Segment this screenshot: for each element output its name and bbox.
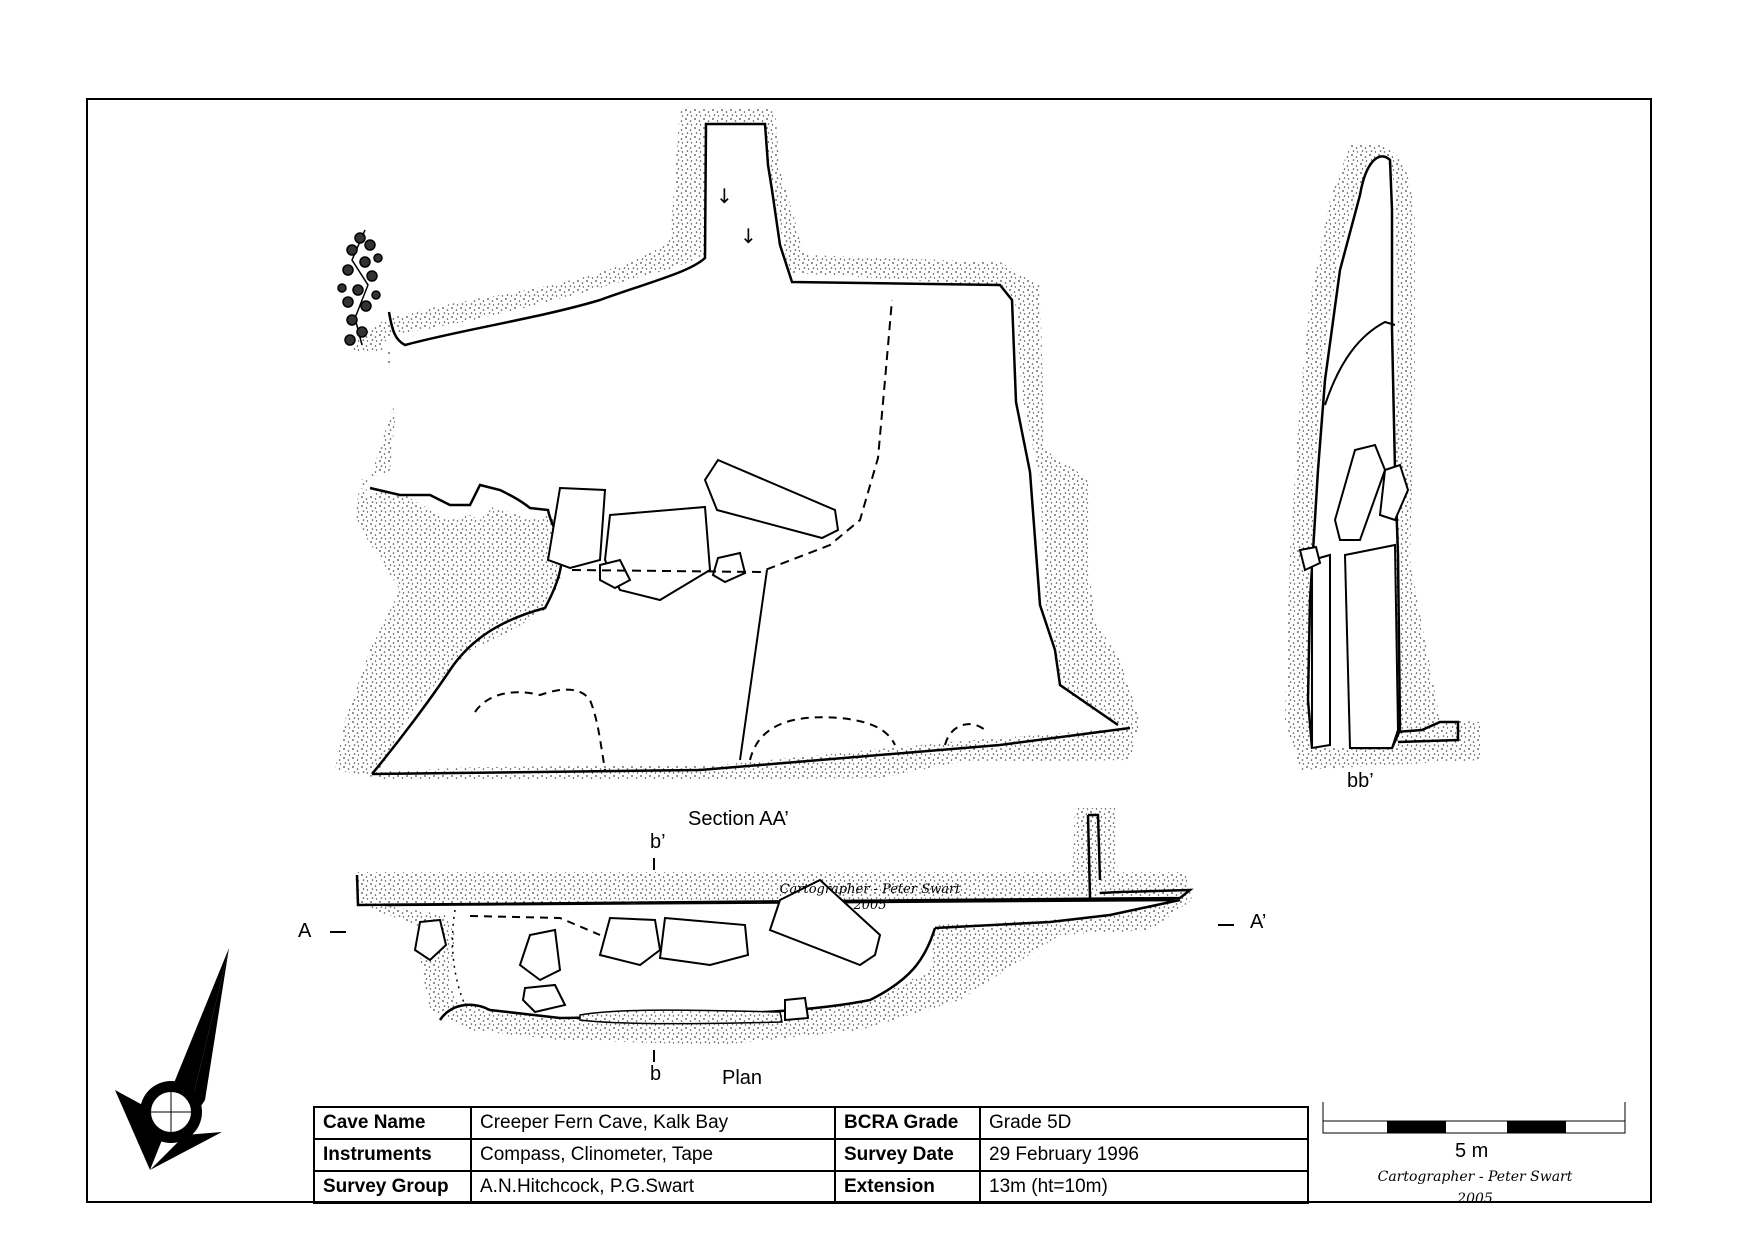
cave-name-label: Cave Name: [313, 1106, 472, 1140]
plan-dashed-line: [469, 915, 601, 936]
extension-label: Extension: [834, 1170, 981, 1204]
plan-rock-surround: [355, 872, 1192, 1045]
section-bb-pillar: [1311, 553, 1331, 750]
survey-date-value: 29 February 1996: [979, 1138, 1309, 1172]
table-row: Cave Name Creeper Fern Cave, Kalk Bay BC…: [313, 1106, 1309, 1140]
scale-label: 5 m: [1455, 1140, 1489, 1162]
survey-point-b: b: [650, 1063, 662, 1085]
section-aa-vertical-line: [739, 569, 768, 761]
north-arrow-compass-icon: [115, 948, 229, 1170]
instruments-label: Instruments: [313, 1138, 472, 1172]
section-bb-boulder: [1333, 443, 1387, 541]
survey-point-b-prime: b’: [650, 831, 666, 853]
plan-boulder: [521, 983, 567, 1014]
section-aa-passage-outline: [387, 122, 1119, 727]
plan-boulder: [658, 916, 750, 967]
section-aa-floor-outline: [371, 726, 1131, 776]
section-bb-inner-arch: [1324, 320, 1396, 406]
bcra-grade-value: Grade 5D: [979, 1106, 1309, 1140]
section-aa-left-wall: [369, 483, 564, 775]
footer-cartographer-year: 2005: [1457, 1191, 1493, 1207]
table-row: Instruments Compass, Clinometer, Tape Su…: [313, 1138, 1309, 1172]
drip-arrow-icon: ↓: [740, 224, 757, 248]
section-aa-boulder: [703, 458, 840, 540]
survey-group-label: Survey Group: [313, 1170, 472, 1204]
fern-plant-icon: [337, 229, 383, 346]
plan-boulder: [518, 928, 562, 982]
section-aa-dashed-line: [944, 723, 986, 746]
section-aa-boulder: [546, 486, 607, 570]
footer-cartographer-name: Cartographer - Peter Swart: [1377, 1169, 1573, 1185]
section-bb-floor-ledge: [1395, 720, 1460, 744]
plan-boulder: [598, 916, 662, 967]
drip-arrow-icon: ↓: [716, 184, 733, 208]
survey-point-a-prime: A’: [1250, 911, 1267, 933]
section-aa-title: Section AA’: [688, 808, 789, 830]
section-bb-boulder: [1378, 463, 1410, 522]
plan-drawing: [330, 808, 1234, 1062]
survey-point-a: A: [298, 920, 312, 942]
plan-cartographer-year: 2005: [853, 898, 887, 913]
plan-cartographer-name: Cartographer - Peter Swart: [779, 882, 961, 897]
plan-floor-deposit: [579, 1009, 783, 1025]
section-aa-boulder: [599, 558, 632, 590]
section-aa-dashed-line: [749, 716, 896, 761]
survey-date-label: Survey Date: [834, 1138, 981, 1172]
bcra-grade-label: BCRA Grade: [834, 1106, 981, 1140]
plan-boulder: [784, 996, 810, 1022]
plan-entrance-shaft: [1072, 808, 1118, 880]
table-row: Survey Group A.N.Hitchcock, P.G.Swart Ex…: [313, 1170, 1309, 1204]
footer-cartographer-credit: Cartographer - Peter Swart 2005: [1370, 1166, 1580, 1210]
section-bb-rock-surround: [1285, 143, 1480, 770]
plan-cartographer-credit: Cartographer - Peter Swart 2005: [770, 882, 970, 914]
section-bb-boulder: [1298, 545, 1322, 572]
cave-name-value: Creeper Fern Cave, Kalk Bay: [470, 1106, 836, 1140]
extension-value: 13m (ht=10m): [979, 1170, 1309, 1204]
plan-passage-fill: [383, 900, 1180, 1018]
plan-boulder: [768, 878, 882, 967]
section-bb-drawing: [1285, 143, 1480, 770]
instruments-value: Compass, Clinometer, Tape: [470, 1138, 836, 1172]
plan-title: Plan: [722, 1067, 763, 1089]
scale-bar-icon: [1322, 1102, 1626, 1134]
survey-info-table: Cave Name Creeper Fern Cave, Kalk Bay BC…: [313, 1106, 1309, 1204]
plan-entrance-shaft-outline: [1086, 813, 1102, 899]
section-aa-passage-fill: [360, 124, 1120, 772]
section-aa-dashed-line: [474, 688, 606, 771]
section-aa-dashed-line: [571, 299, 893, 574]
section-bb-pillar: [1343, 543, 1400, 749]
plan-boulder: [413, 918, 448, 962]
survey-group-value: A.N.Hitchcock, P.G.Swart: [470, 1170, 836, 1204]
section-aa-boulder: [603, 505, 712, 602]
section-bb-title: bb’: [1347, 770, 1374, 792]
section-aa-drawing: ↓ ↓: [335, 108, 1140, 780]
